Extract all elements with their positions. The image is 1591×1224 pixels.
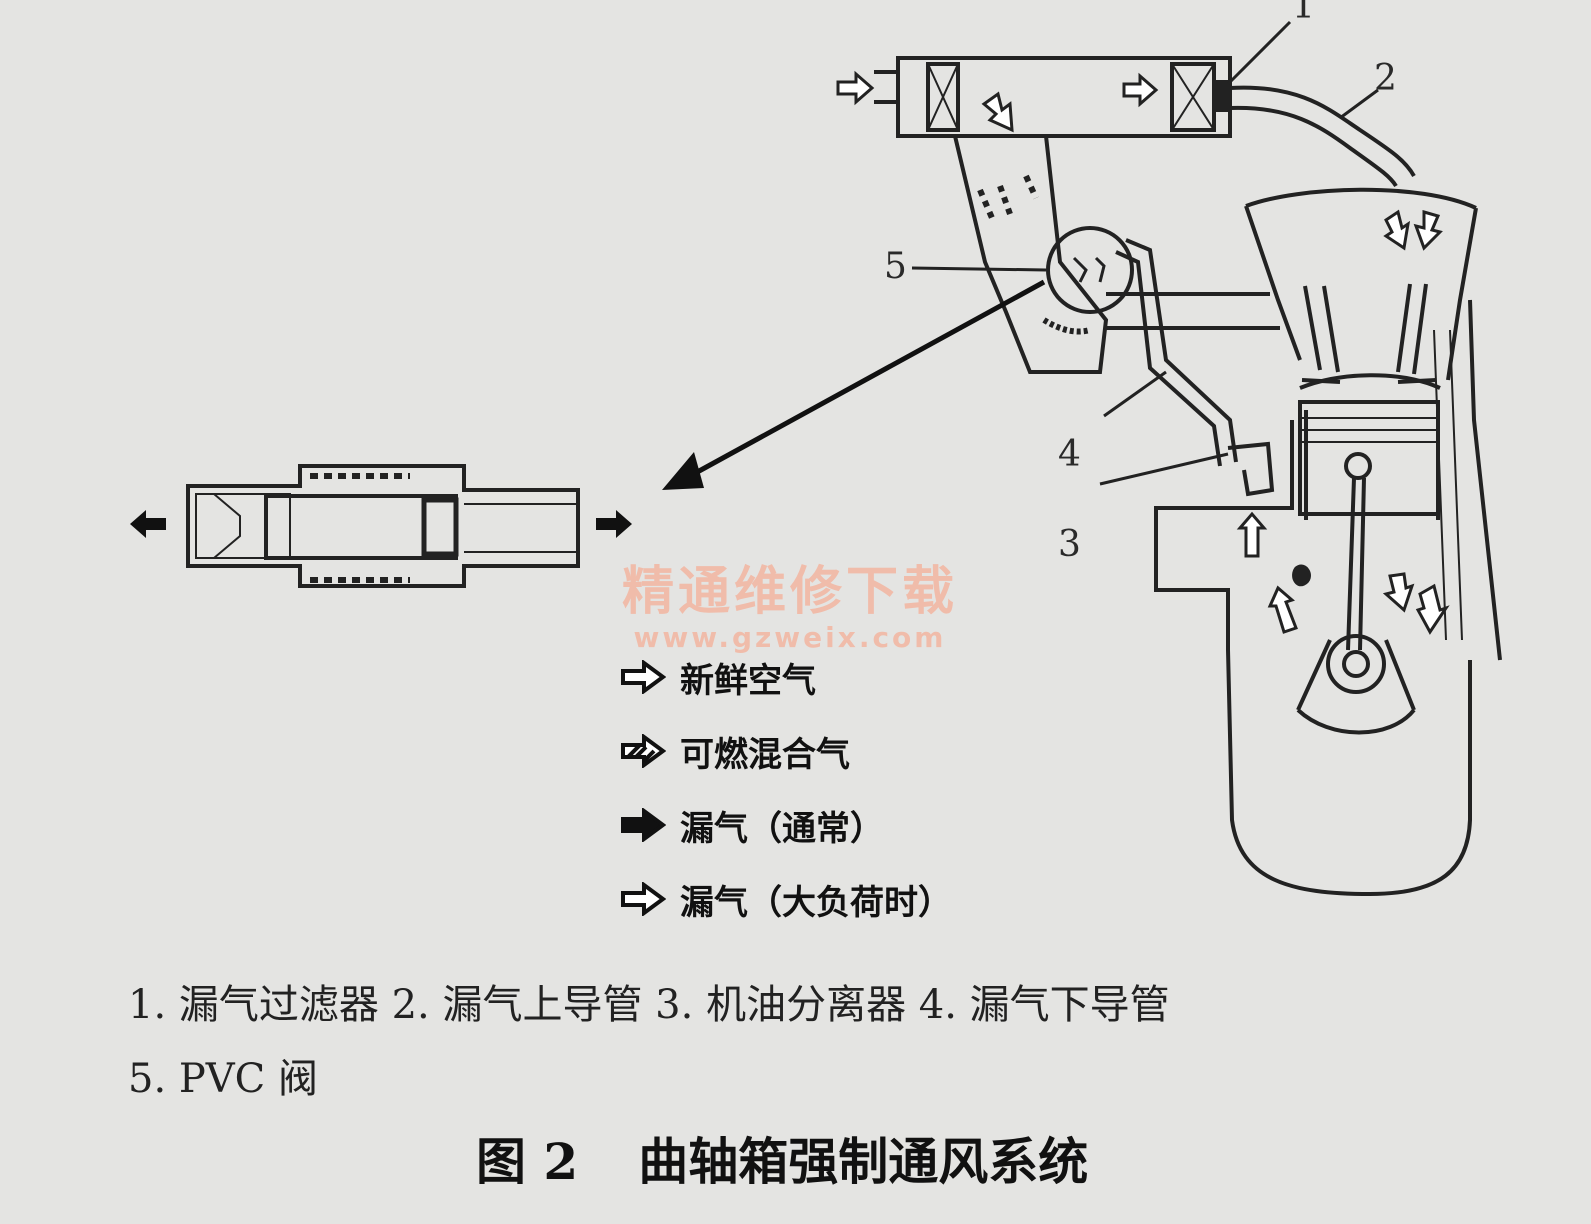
solid-arrow-icon — [621, 808, 666, 842]
caption-line-1: 1. 漏气过滤器 2. 漏气上导管 3. 机油分离器 4. 漏气下导管 — [128, 982, 1170, 1028]
detail-pointer-arrowhead-icon — [662, 452, 704, 490]
legend-item: 漏气（大负荷时） — [620, 862, 1040, 936]
legend-label: 新鲜空气 — [680, 660, 816, 701]
legend-label: 漏气（通常） — [680, 808, 884, 849]
callout-numbers: 1 2 3 4 5 — [884, 0, 1397, 565]
caption-line-2: 5. PVC 阀 — [128, 1056, 318, 1102]
legend-item: 可燃混合气 — [620, 714, 1040, 788]
lower-breather-tube — [1106, 238, 1280, 467]
figure-title-text: 曲轴箱强制通风系统 — [638, 1132, 1089, 1191]
watermark-url: www.gzweix.com — [633, 621, 947, 654]
legend-item: 新鲜空气 — [620, 640, 1040, 714]
callout-leaders — [911, 20, 1379, 486]
mixture-arrow-icon — [981, 91, 1014, 133]
callout-4: 4 — [1058, 434, 1081, 475]
oil-separator — [1227, 441, 1275, 497]
engine-head — [1244, 187, 1478, 390]
blowby-arrows-icon — [1236, 511, 1450, 635]
callout-3: 3 — [1058, 524, 1081, 565]
watermark-title: 精通维修下载 — [621, 561, 958, 622]
figure-title: 图 2 曲轴箱强制通风系统 — [476, 1122, 1276, 1194]
legend-item: 漏气（通常） — [620, 788, 1040, 862]
watermark: 精通维修下载 www.gzweix.com — [600, 562, 980, 654]
pcv-valve-housing — [977, 174, 1134, 335]
parts-caption: 1. 漏气过滤器 2. 漏气上导管 3. 机油分离器 4. 漏气下导管 5. P… — [128, 968, 1428, 1116]
figure-number: 图 2 — [476, 1132, 579, 1191]
legend-label: 漏气（大负荷时） — [680, 882, 952, 923]
legend: 新鲜空气 可燃混合气 漏气（通常） 漏气（大负荷时） — [620, 640, 1040, 936]
striped-arrow-icon — [621, 734, 666, 768]
pcv-valve-detail — [186, 464, 580, 588]
flow-out-arrow-icon — [130, 510, 166, 538]
upper-breather-tube — [1229, 85, 1416, 188]
callout-5: 5 — [884, 246, 907, 287]
detail-pointer-arrow — [688, 279, 1046, 479]
connecting-rod — [1296, 477, 1416, 735]
hollow-arrow-icon — [621, 660, 666, 694]
callout-2: 2 — [1374, 58, 1397, 99]
head-mixture-arrows-icon — [1383, 209, 1443, 251]
flow-in-arrow-icon — [596, 510, 632, 538]
legend-label: 可燃混合气 — [680, 734, 850, 775]
hollow-arrow-icon — [621, 882, 666, 916]
callout-1: 1 — [1292, 0, 1315, 27]
piston — [1298, 400, 1440, 516]
cylinder-block — [1154, 299, 1502, 897]
fresh-air-arrow-icon — [836, 70, 1159, 108]
